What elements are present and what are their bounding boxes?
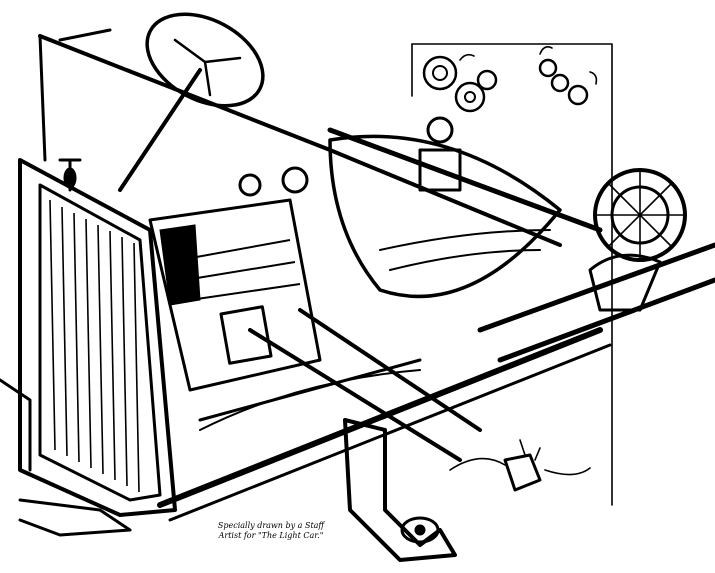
- illustration-caption: Specially drawn by a Staff Artist for "T…: [206, 521, 336, 541]
- front-hub: [343, 418, 457, 562]
- chassis-frame: [0, 378, 132, 537]
- caption-line-2: Artist for "The Light Car.": [218, 531, 324, 540]
- inset-gears: [422, 46, 598, 113]
- inset-frame: [411, 43, 613, 506]
- steering-wheel: [118, 12, 265, 192]
- rear-axle: [477, 168, 715, 363]
- universal-joint-detail: [449, 439, 591, 492]
- caption-line-1: Specially drawn by a Staff: [217, 521, 325, 530]
- rods: [38, 28, 603, 462]
- radiator: [18, 158, 177, 517]
- engine-block: [148, 166, 322, 392]
- front-axle: [157, 327, 612, 522]
- flywheel-housing: [328, 116, 562, 299]
